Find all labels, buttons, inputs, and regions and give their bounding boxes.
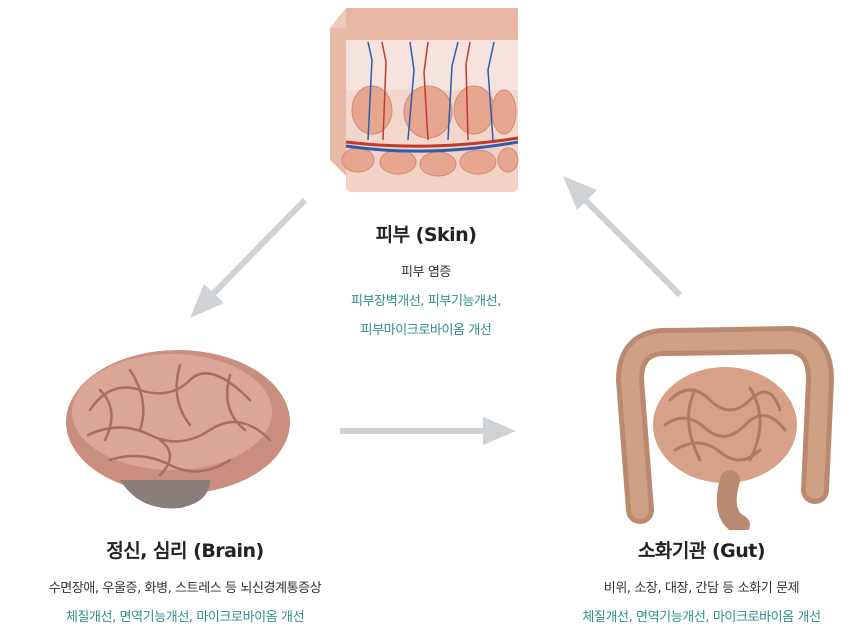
- brain-illustration: [66, 350, 290, 509]
- skin-benefit-line1: 피부장벽개선, 피부기능개선,: [351, 294, 501, 309]
- brain-desc: 수면장애, 우울증, 화병, 스트레스 등 뇌신경계통증상: [48, 581, 322, 596]
- skin-title: 피부 (Skin): [375, 224, 477, 246]
- brain-title: 정신, 심리 (Brain): [106, 540, 264, 562]
- gut-benefit: 체질개선, 면역기능개선, 마이크로바이옴 개선: [582, 610, 821, 625]
- skin-illustration: [330, 8, 519, 192]
- gut-node: 소화기관 (Gut) 비위, 소장, 대장, 간담 등 소화기 문제 체질개선,…: [540, 536, 863, 625]
- arrow-gut-to-skin: [563, 176, 683, 298]
- gut-title: 소화기관 (Gut): [637, 540, 766, 562]
- skin-desc: 피부 염증: [401, 265, 451, 280]
- gut-desc: 비위, 소장, 대장, 간담 등 소화기 문제: [603, 581, 800, 596]
- gut-illustration: [615, 325, 835, 530]
- brain-node: 정신, 심리 (Brain) 수면장애, 우울증, 화병, 스트레스 등 뇌신경…: [0, 536, 370, 625]
- skin-node: 피부 (Skin) 피부 염증 피부장벽개선, 피부기능개선, 피부마이크로바이…: [276, 220, 576, 338]
- arrow-skin-to-brain: [190, 197, 308, 318]
- brain-benefit: 체질개선, 면역기능개선, 마이크로바이옴 개선: [65, 610, 305, 625]
- arrow-brain-to-gut: [340, 417, 516, 445]
- skin-benefit-line2: 피부마이크로바이옴 개선: [360, 323, 492, 338]
